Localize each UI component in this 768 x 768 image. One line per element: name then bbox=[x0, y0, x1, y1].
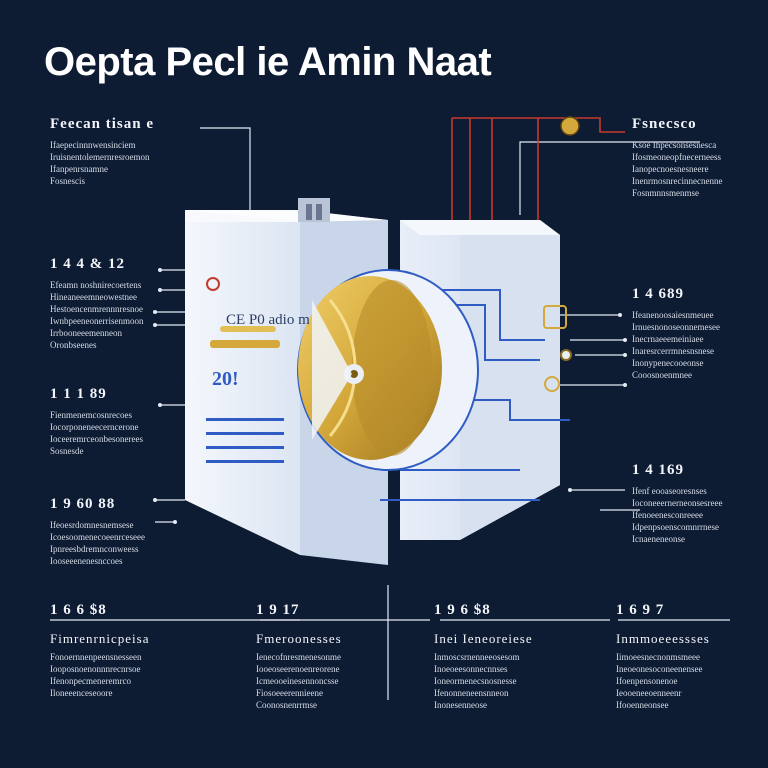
callout-line: Ienecofnresmenesonme bbox=[256, 652, 341, 662]
callout-line: Fosnmnnsmenmse bbox=[632, 188, 700, 198]
callout-line: Hineaneeemneowestnee bbox=[50, 292, 137, 302]
callout-line: Ifeanenoosaiesnmeuee bbox=[632, 310, 714, 320]
callout-heading: Fsnecsco bbox=[632, 116, 697, 132]
page-title: Oepta Pecl ie Amin Naat bbox=[44, 40, 492, 84]
valve-icon bbox=[543, 305, 567, 329]
callout-line: Ifeoesrdomnesnemsese bbox=[50, 520, 134, 530]
callout-line: Inecrnaeeemeiniaee bbox=[632, 334, 704, 344]
callout-heading: 1 1 1 89 bbox=[50, 386, 107, 402]
lead-dots bbox=[153, 268, 627, 524]
callout-left-1: Feecan tisan e Ifaepecinnnwensinciem Iru… bbox=[50, 116, 220, 187]
rotor-assembly bbox=[297, 269, 479, 471]
callout-line: Inonypenecooeonse bbox=[632, 358, 704, 368]
callout-line: Ineoeonesoconeenensee bbox=[616, 664, 703, 674]
callout-right-2: 1 4 689 Ifeanenoosaiesnmeuee Irnuesnonos… bbox=[632, 286, 752, 381]
leader-lines bbox=[50, 127, 730, 700]
callout-line: Hestoencenmrennnresnoe bbox=[50, 304, 143, 314]
callout-heading: 1 4 689 bbox=[632, 286, 684, 302]
callout-line: Ifenonneneensnneon bbox=[434, 688, 509, 698]
callout-line: Ifoenpensonenoe bbox=[616, 676, 678, 686]
callout-line: Ieooeneeoenneenr bbox=[616, 688, 682, 698]
callout-line: Ksoe Ihpecsonsesnesca bbox=[632, 140, 717, 150]
callout-bottom-4: 1 6 9 7 Inmmoeeessses Iimoeesnecnonmsmee… bbox=[616, 602, 746, 711]
callout-line: Ipnreesbdremnconweess bbox=[50, 544, 139, 554]
callout-line: Ianopecnoesnesneere bbox=[632, 164, 709, 174]
callout-line: Inenrmosnrecinnecnenne bbox=[632, 176, 723, 186]
callout-line: Ifooenneonsee bbox=[616, 700, 669, 710]
callout-left-2: 1 4 4 & 12 Efeamn noshnirecoertens Hinea… bbox=[50, 256, 220, 351]
callout-line: Iooposnoenonnnrecnrsoe bbox=[50, 664, 141, 674]
callout-line: Fonoernnenpeensnesseen bbox=[50, 652, 142, 662]
callout-heading: 1 4 4 & 12 bbox=[50, 256, 125, 272]
callout-line: Cooosnoenmnee bbox=[632, 370, 692, 380]
callout-line: Ifanpenrsnamne bbox=[50, 164, 108, 174]
callout-heading: Feecan tisan e bbox=[50, 116, 154, 132]
callout-line: Ifaepecinnnwensinciem bbox=[50, 140, 136, 150]
device-number-label: 20! bbox=[212, 368, 239, 390]
callout-line: Inaresrcerrmnesnsnese bbox=[632, 346, 714, 356]
callout-line: Oronbseenes bbox=[50, 340, 97, 350]
callout-line: Ifenonpecmeneremrco bbox=[50, 676, 131, 686]
callout-bottom-2: 1 9 17 Fmeroonesses Ienecofnresmenesonme… bbox=[256, 602, 406, 711]
callout-line: Sosnesde bbox=[50, 446, 84, 456]
callout-line: Ifenf eooaseoresnses bbox=[632, 486, 707, 496]
callout-line: Inonesenneose bbox=[434, 700, 487, 710]
callout-subheading: Inei Ieneoreiese bbox=[434, 631, 533, 646]
callout-line: Ioneormenecsnosnesse bbox=[434, 676, 517, 686]
device-main-label: CE P0 adio m bbox=[226, 312, 310, 328]
callout-line: Iooseeenenesnccoes bbox=[50, 556, 123, 566]
callout-bottom-1: 1 6 6 $8 Fimrenrnicpeisa Fonoernnenpeens… bbox=[50, 602, 210, 699]
callout-subheading: Fmeroonesses bbox=[256, 631, 342, 646]
bulb-icon bbox=[544, 376, 560, 392]
callout-line: Idpenpsoenscomnrrnese bbox=[632, 522, 719, 532]
callout-line: Iloneeenceseoore bbox=[50, 688, 113, 698]
callout-line: Iooeoseerenoenreorene bbox=[256, 664, 340, 674]
callout-left-3: 1 1 1 89 Fienmenemcosnrecoes Iocorponene… bbox=[50, 386, 220, 457]
callout-line: Iruisnentolemernresroemon bbox=[50, 152, 150, 162]
callout-subheading: Fimrenrnicpeisa bbox=[50, 631, 150, 646]
right-housing bbox=[380, 116, 580, 540]
callout-right-3: 1 4 169 Ifenf eooaseoresnses Ioconeeerne… bbox=[632, 462, 752, 545]
callout-left-4: 1 9 60 88 Ifeoesrdomnesnemsese Icoesoome… bbox=[50, 496, 220, 567]
callout-line: Iimoeesnecnonmsmeee bbox=[616, 652, 700, 662]
callout-line: Coonosnenrrmse bbox=[256, 700, 317, 710]
callout-heading: 1 6 6 $8 bbox=[50, 602, 107, 618]
callout-line: Irrbooneeemenneon bbox=[50, 328, 122, 338]
callout-heading: 1 9 17 bbox=[256, 602, 300, 618]
callout-line: Icnaeneneonse bbox=[632, 534, 685, 544]
callout-line: Ioceeremrceonbesonerees bbox=[50, 434, 143, 444]
callout-bottom-3: 1 9 6 $8 Inei Ieneoreiese Inmoscsrnennee… bbox=[434, 602, 584, 711]
callout-line: Fosnescis bbox=[50, 176, 86, 186]
callout-heading: 1 9 6 $8 bbox=[434, 602, 491, 618]
callout-line: Iocorponeneecerncerone bbox=[50, 422, 139, 432]
callout-line: Icoesoomenecoeenrceseee bbox=[50, 532, 145, 542]
pin-icon bbox=[560, 116, 580, 136]
callout-heading: 1 9 60 88 bbox=[50, 496, 116, 512]
callout-line: Ifenoeenesconreeee bbox=[632, 510, 703, 520]
callout-heading: 1 4 169 bbox=[632, 462, 684, 478]
callout-line: Inoeoeesonnecnnses bbox=[434, 664, 508, 674]
callout-subheading: Inmmoeeessses bbox=[616, 631, 710, 646]
callout-heading: 1 6 9 7 bbox=[616, 602, 665, 618]
callout-line: Ifosmeoneopfnecerneess bbox=[632, 152, 721, 162]
knob-icon bbox=[560, 349, 572, 361]
callout-line: Fiosoeeerennieene bbox=[256, 688, 323, 698]
callout-line: Inmoscsrnenneeosesom bbox=[434, 652, 520, 662]
callout-line: Fienmenemcosnrecoes bbox=[50, 410, 132, 420]
callout-line: Icmeooeinesennoncsse bbox=[256, 676, 339, 686]
top-wires bbox=[451, 117, 625, 222]
callout-right-1: Fsnecsco Ksoe Ihpecsonsesnesca Ifosmeone… bbox=[632, 116, 752, 199]
callout-line: Ioconeeernerneonsesreee bbox=[632, 498, 723, 508]
callout-line: Irnuesnonoseonnemesee bbox=[632, 322, 720, 332]
callout-line: Iwnbpeeneonerrisenmoon bbox=[50, 316, 144, 326]
callout-line: Efeamn noshnirecoertens bbox=[50, 280, 142, 290]
